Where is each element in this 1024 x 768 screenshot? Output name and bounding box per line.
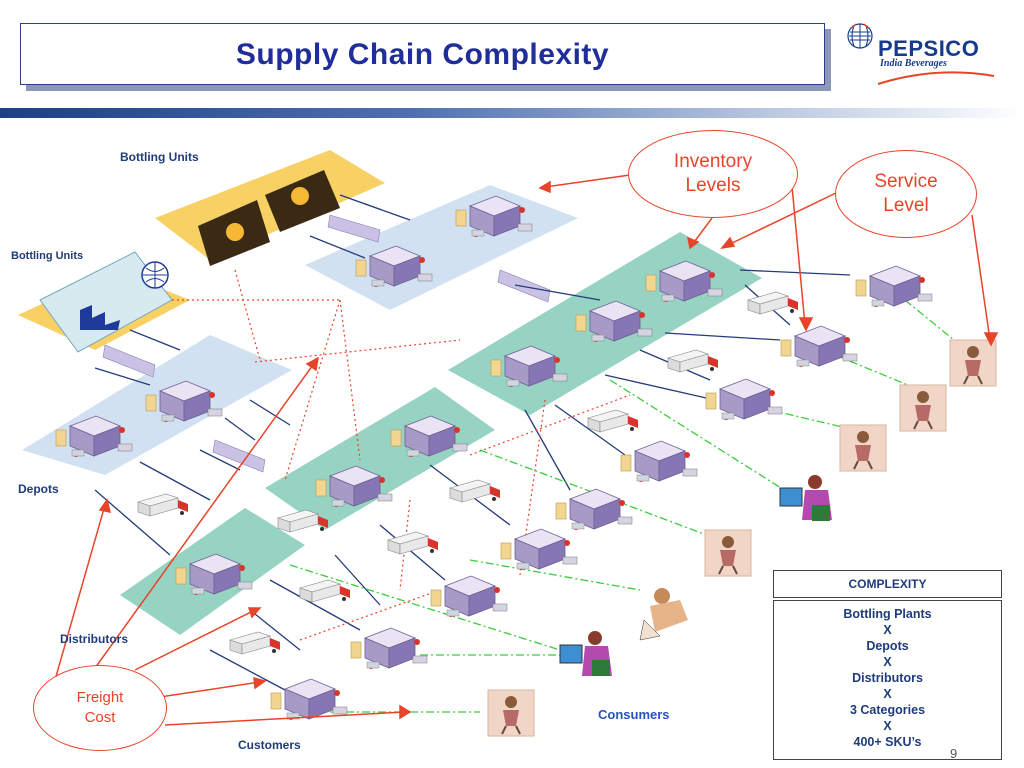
sun-glow	[226, 223, 244, 241]
label-customers: Customers	[238, 738, 301, 752]
callout-line: Service	[874, 171, 938, 192]
logo-name: PEPSICO	[878, 36, 980, 61]
logo-subtitle: India Beverages	[880, 58, 947, 69]
complexity-line: 400+ SKU’s	[853, 735, 922, 749]
callout-line: Freight	[76, 689, 124, 706]
callout-arrows	[54, 164, 999, 726]
complexity-line: X	[883, 623, 892, 637]
distributor-panel-2	[265, 387, 495, 530]
complexity-box: COMPLEXITY Bottling Plants X Depots X Di…	[773, 570, 1002, 760]
consumer-computer-icon	[559, 475, 832, 676]
complexity-body: Bottling Plants X Depots X Distributors …	[773, 600, 1002, 760]
complexity-line: Depots	[866, 639, 909, 653]
callout-line: Inventory	[673, 151, 753, 172]
complexity-line: 3 Categories	[849, 703, 926, 717]
label-bottling-units-top: Bottling Units	[120, 150, 199, 164]
label-bottling-units-left: Bottling Units	[11, 250, 84, 262]
transport-lines	[94, 194, 851, 691]
complexity-heading: COMPLEXITY	[773, 570, 1002, 598]
title-box: Supply Chain Complexity	[20, 23, 825, 85]
callout-line: Level	[883, 195, 929, 216]
page-title: Supply Chain Complexity	[235, 38, 610, 71]
header-bar	[0, 108, 1024, 118]
complexity-line: Bottling Plants	[843, 607, 932, 621]
logo-swoosh	[877, 71, 995, 85]
consumer-sitting-icon	[639, 588, 688, 641]
complexity-line: X	[883, 687, 892, 701]
complexity-line: X	[883, 719, 892, 733]
sun-glow	[291, 187, 309, 205]
complexity-line: X	[883, 655, 892, 669]
label-depots: Depots	[18, 482, 59, 496]
callout-line: Levels	[685, 175, 741, 196]
complexity-line: Distributors	[852, 671, 923, 685]
label-consumers: Consumers	[598, 707, 670, 722]
callout-line: Cost	[84, 709, 116, 726]
page-number: 9	[950, 746, 958, 761]
label-distributors: Distributors	[60, 632, 129, 646]
pepsico-globe-icon	[847, 23, 873, 49]
red-dotted-flows	[172, 269, 631, 641]
factory-icon	[80, 305, 120, 330]
depot-panel-left	[22, 335, 292, 475]
